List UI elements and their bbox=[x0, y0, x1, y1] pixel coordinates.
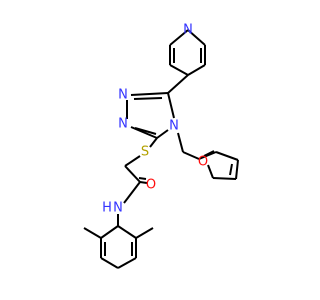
furan-bond bbox=[235, 159, 239, 180]
pyridine-bond bbox=[169, 29, 189, 46]
methyl-bond bbox=[135, 227, 154, 239]
furan-bond bbox=[215, 151, 239, 161]
aryl-bond bbox=[117, 225, 137, 239]
carbon-sulfur-bond bbox=[149, 137, 158, 148]
carbonyl-bond bbox=[139, 181, 148, 184]
amide-hydrogen-label: H bbox=[102, 201, 112, 216]
sulfur-label: S bbox=[141, 145, 149, 160]
triazole-nitrogen-2-label: N bbox=[118, 117, 128, 132]
furan-double-bond bbox=[203, 150, 215, 157]
bond-layer bbox=[83, 29, 239, 269]
molecule-structure: N N N N S O O N H bbox=[83, 23, 239, 269]
carbonyl-oxygen-label: O bbox=[146, 178, 156, 193]
carbonyl-nitrogen-bond bbox=[123, 181, 141, 204]
pyridine-bond bbox=[187, 29, 206, 46]
aryl-bond bbox=[117, 257, 137, 269]
pyridine-bond bbox=[169, 64, 189, 76]
triazole-double-bond bbox=[133, 97, 163, 100]
nitrogen-methylene-bond bbox=[177, 132, 184, 153]
sulfur-methylene-bond bbox=[124, 155, 141, 167]
furan-oxygen-label: O bbox=[198, 155, 208, 170]
aryl-bond bbox=[100, 257, 119, 269]
furan-bond bbox=[198, 151, 217, 160]
methylene-carbonyl-bond bbox=[124, 165, 141, 183]
triazole-nitrogen-4-label: N bbox=[169, 119, 179, 134]
triazole-bond bbox=[156, 129, 169, 139]
triazole-nitrogen-1-label: N bbox=[118, 88, 128, 103]
triazole-double-bond bbox=[134, 127, 157, 135]
triazole-bond bbox=[167, 92, 175, 119]
furan-bond bbox=[212, 177, 237, 180]
furan-bond bbox=[207, 164, 214, 179]
carbonyl-double-bond bbox=[138, 177, 147, 180]
furan-double-bond bbox=[229, 163, 233, 176]
pyridine-triazole-bond bbox=[167, 74, 189, 94]
triazole-bond bbox=[130, 92, 169, 96]
atom-label-layer: N N N N S O O N H bbox=[102, 23, 208, 216]
aryl-bond bbox=[100, 225, 119, 239]
pyridine-nitrogen-label: N bbox=[183, 23, 193, 38]
methyl-bond bbox=[83, 227, 102, 239]
amide-nitrogen-label: N bbox=[113, 201, 123, 216]
methylene-furan-bond bbox=[182, 151, 200, 160]
pyridine-bond bbox=[187, 64, 206, 76]
